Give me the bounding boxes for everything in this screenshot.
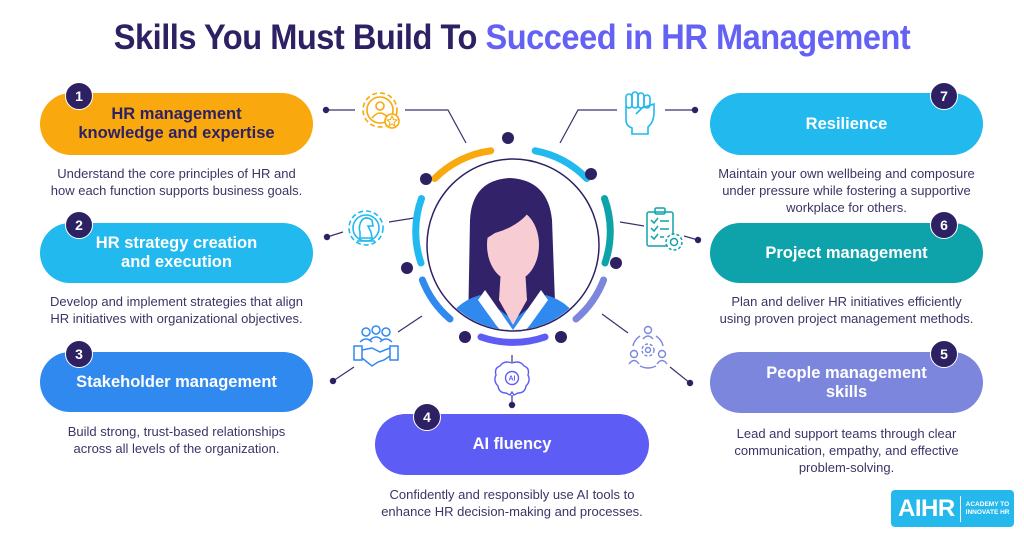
description-line: Maintain your own wellbeing and composur… — [718, 166, 975, 181]
skill-description: Maintain your own wellbeing and composur… — [700, 165, 993, 216]
description-line: enhance HR decision-making and processes… — [381, 504, 643, 519]
skill-number-badge: 3 — [65, 340, 93, 368]
skill-description: Confidently and responsibly use AI tools… — [360, 486, 664, 520]
svg-text:AI: AI — [509, 376, 516, 383]
description-line: Lead and support teams through clear — [736, 426, 957, 441]
title-part-dark: Skills You Must Build To — [113, 18, 486, 57]
skill-description: Plan and deliver HR initiatives efficien… — [705, 293, 988, 327]
description-line: across all levels of the organization. — [73, 441, 280, 456]
description-line: Develop and implement strategies that al… — [50, 294, 303, 309]
description-line: Understand the core principles of HR and — [57, 166, 296, 181]
description-line: under pressure while fostering a support… — [722, 183, 971, 198]
skill-title-line1: AI fluency — [472, 435, 552, 453]
skill-title-line2: skills — [825, 382, 868, 401]
skill-description: Lead and support teams through clear com… — [705, 425, 988, 476]
skill-title-line1: Project management — [765, 243, 928, 262]
skill-title-line1: People management — [766, 363, 927, 382]
team-cycle-gear-icon — [628, 325, 668, 369]
page-title: Skills You Must Build To Succeed in HR M… — [36, 18, 988, 58]
skill-number-badge: 1 — [65, 82, 93, 110]
woman-avatar-icon — [440, 178, 586, 330]
skill-title-line1: Stakeholder management — [76, 372, 277, 391]
description-line: workplace for others. — [786, 200, 907, 215]
aihr-logo: AIHR ACADEMY TO INNOVATE HR — [891, 490, 1014, 527]
description-line: Confidently and responsibly use AI tools… — [389, 487, 635, 502]
description-line: problem-solving. — [798, 460, 895, 475]
description-line: Plan and deliver HR initiatives efficien… — [731, 294, 962, 309]
description-line: how each function supports business goal… — [50, 183, 303, 198]
description-line: Build strong, trust-based relationships — [67, 424, 286, 439]
skill-description: Build strong, trust-based relationships … — [40, 423, 313, 457]
raised-fist-icon — [625, 91, 655, 135]
skill-title-line1: HR strategy creation — [95, 234, 258, 252]
skill-title-line2: and execution — [121, 253, 232, 271]
handshake-group-icon — [353, 325, 399, 367]
skill-number-badge: 6 — [930, 211, 958, 239]
skill-title-line1: HR management — [111, 105, 242, 123]
skill-title-line2: knowledge and expertise — [78, 124, 275, 142]
logo-tagline: ACADEMY TO INNOVATE HR — [966, 501, 1010, 517]
skill-description: Develop and implement strategies that al… — [40, 293, 313, 327]
description-line: HR initiatives with organizational objec… — [50, 311, 303, 326]
skill-pill-3: Stakeholder management — [40, 352, 313, 412]
ai-brain-icon: AI — [494, 361, 530, 396]
description-line: using proven project management methods. — [719, 311, 974, 326]
skill-number-badge: 2 — [65, 211, 93, 239]
gear-person-star-icon — [362, 92, 400, 129]
logo-tagline-line2: INNOVATE HR — [965, 508, 1010, 516]
ring-dots — [401, 132, 622, 343]
connector-end-dots — [322, 106, 702, 409]
skill-number-badge: 4 — [413, 403, 441, 431]
logo-tagline-line1: ACADEMY TO — [965, 500, 1010, 508]
title-part-accent: Succeed in HR Management — [485, 18, 911, 57]
skill-title-line1: Resilience — [805, 114, 888, 133]
skill-number-badge: 7 — [930, 82, 958, 110]
gear-chess-knight-icon — [348, 210, 384, 246]
skill-number-badge: 5 — [930, 340, 958, 368]
progress-ring — [412, 147, 614, 346]
logo-wordmark: AIHR — [898, 494, 955, 522]
clipboard-checklist-gear-icon — [646, 207, 683, 251]
skill-description: Understand the core principles of HR and… — [40, 165, 313, 199]
logo-divider — [959, 495, 961, 522]
description-line: communication, empathy, and effective — [734, 443, 959, 458]
